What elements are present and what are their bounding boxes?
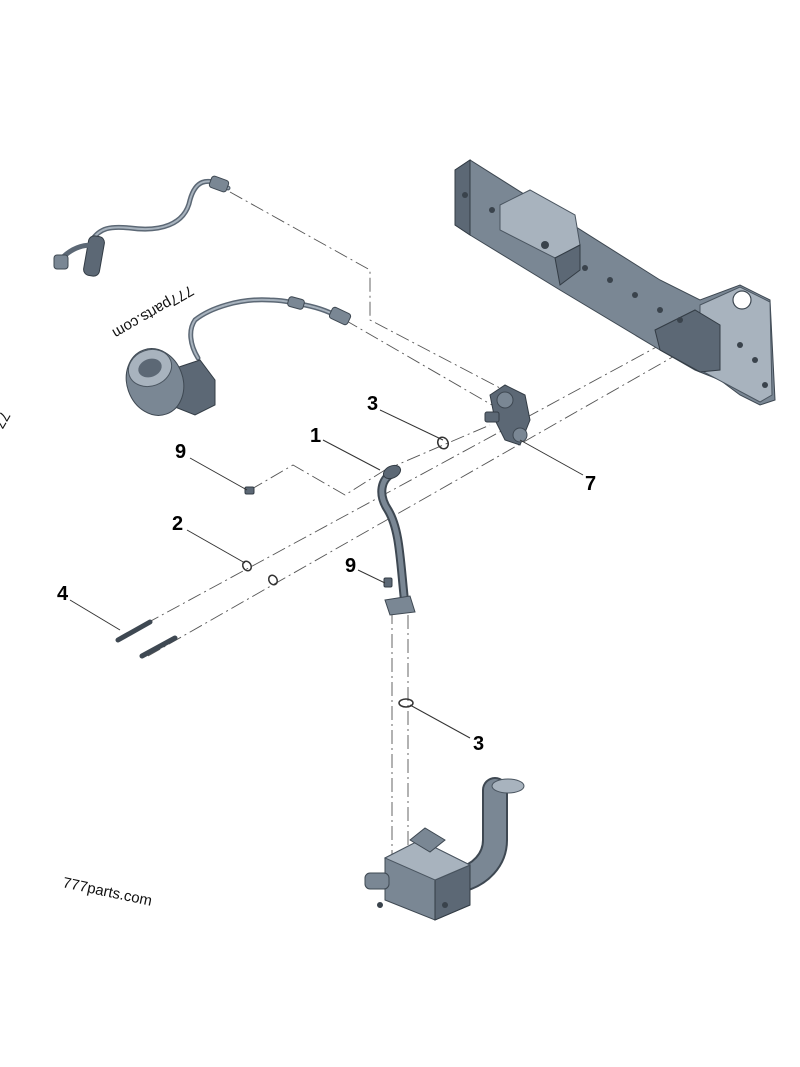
leader-lines: [69, 409, 584, 739]
callout-2: 2: [172, 513, 183, 535]
callout-7: 7: [585, 473, 596, 495]
callout-9-left: 9: [175, 441, 186, 463]
upper-harness: [53, 175, 231, 277]
callout-4: 4: [57, 583, 69, 605]
sensor-assembly: [125, 296, 352, 416]
watermark-edge: 77: [0, 408, 13, 431]
bottom-housing: [364, 777, 525, 921]
watermark-top: 777parts.com: [109, 282, 196, 342]
small-parts: [115, 436, 450, 708]
valve-body: [484, 384, 531, 446]
callout-9-center: 9: [345, 555, 356, 577]
callout-3-lower: 3: [473, 733, 484, 755]
watermark-bottom: 777parts.com: [61, 874, 153, 910]
assembly-lines: [124, 191, 721, 880]
callout-3-upper: 3: [367, 393, 378, 415]
engine-bracket: [454, 159, 776, 406]
callout-1: 1: [310, 425, 321, 447]
tube: [377, 464, 416, 616]
callouts: 1 3 9 7 2 9 4 3: [57, 393, 596, 755]
